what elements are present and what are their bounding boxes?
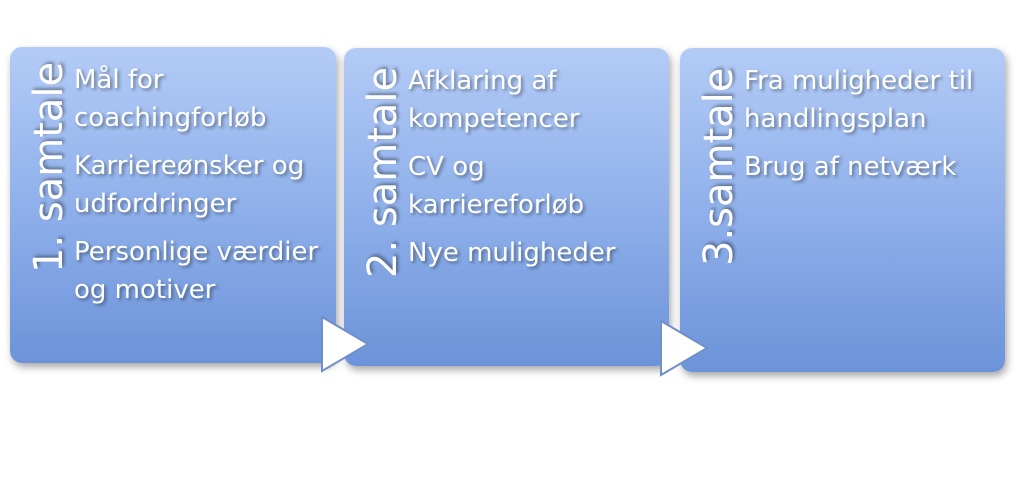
step-3-item-2: Brug af netværk: [744, 152, 957, 182]
step-items-2: Afklaring af kompetencer CV og karrieref…: [408, 62, 663, 282]
step-items-3: Fra muligheder til handlingsplan Brug af…: [744, 62, 999, 196]
step-panel-3: 3.samtale Fra muligheder til handlingspl…: [680, 48, 1005, 372]
right-triangle-arrow-icon: [660, 319, 709, 377]
step-2-item-3: Nye muligheder: [408, 238, 616, 268]
step-panel-1: 1. samtale Mål for coachingforløb Karrie…: [10, 47, 336, 363]
right-triangle-arrow-icon: [321, 315, 370, 373]
step-1-item-2: Karriereønsker og udfordringer: [74, 151, 305, 219]
step-1-item-3: Personlige værdier og motiver: [74, 237, 319, 305]
step-title-1: 1. samtale: [26, 61, 72, 273]
step-2-item-2: CV og karriereforløb: [408, 152, 585, 220]
step-panel-2: 2. samtale Afklaring af kompetencer CV o…: [344, 48, 669, 366]
step-items-1: Mål for coachingforløb Karriereønsker og…: [74, 61, 330, 319]
step-1-item-1: Mål for coachingforløb: [74, 65, 267, 133]
step-2-item-1: Afklaring af kompetencer: [408, 66, 580, 134]
step-3-item-1: Fra muligheder til handlingsplan: [744, 66, 974, 134]
